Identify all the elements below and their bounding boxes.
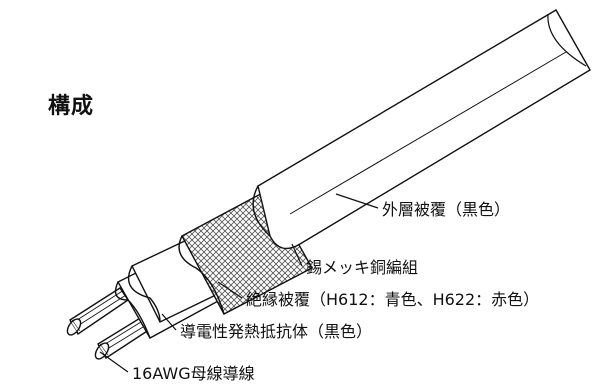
outer-jacket-label: 外層被覆（黒色） — [382, 200, 511, 219]
insulation-label: 絶縁被覆（H612：青色、H622：赤色） — [246, 290, 540, 309]
bus-wire-label: 16AWG母線導線 — [132, 364, 255, 383]
braid-label: 錫メッキ銅編組 — [306, 258, 419, 277]
outer-jacket — [252, 9, 591, 250]
leader-lines — [99, 193, 379, 373]
page-title: 構成 — [48, 94, 95, 119]
core-label: 導電性発熱抵抗体（黒色） — [180, 322, 373, 341]
